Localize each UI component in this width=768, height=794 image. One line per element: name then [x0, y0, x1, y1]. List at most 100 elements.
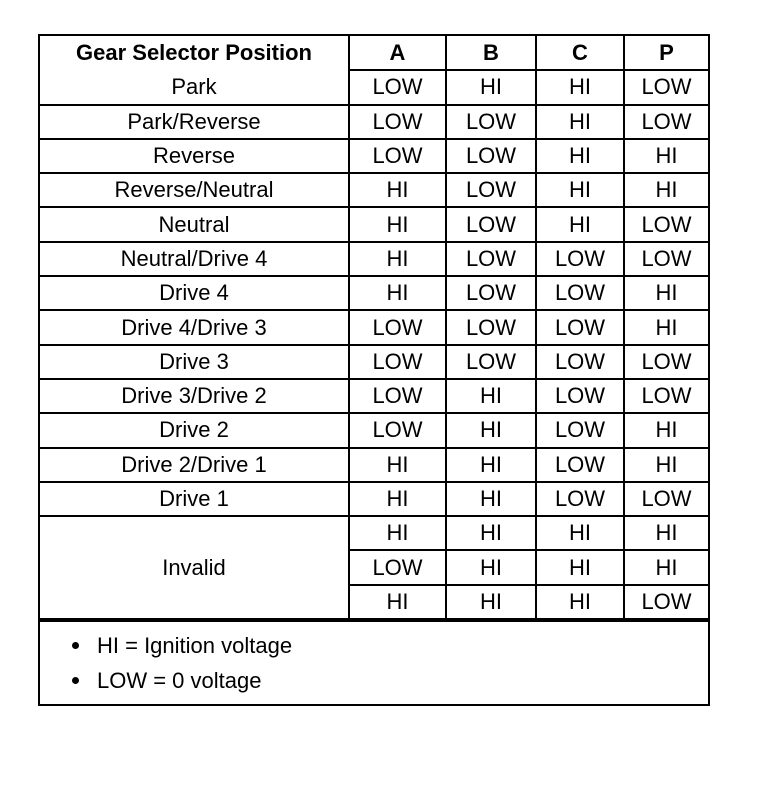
- table-row: Drive 2/Drive 1 HI HI LOW HI: [40, 446, 708, 483]
- cell-c: HI: [535, 206, 625, 243]
- cell-b: HI: [445, 480, 537, 518]
- cell-b: HI: [445, 446, 537, 483]
- cell-b: HI: [445, 515, 537, 552]
- cell-c: HI: [535, 583, 625, 621]
- cell-b: LOW: [445, 240, 537, 278]
- cell-p: LOW: [623, 206, 708, 243]
- cell-b: HI: [445, 412, 537, 449]
- cell-p: LOW: [623, 103, 708, 140]
- cell-p: LOW: [623, 69, 708, 106]
- bullet-icon: [72, 642, 79, 650]
- row-label: Drive 2: [40, 412, 350, 449]
- cell-c: HI: [535, 103, 625, 140]
- cell-p: HI: [623, 275, 708, 312]
- gear-position-table: Gear Selector Position A B C P Park LOW …: [40, 36, 708, 621]
- header-row: Gear Selector Position A B C P: [40, 36, 708, 72]
- table-row: Drive 4/Drive 3 LOW LOW LOW HI: [40, 309, 708, 346]
- cell-p: HI: [623, 309, 708, 346]
- cell-c: LOW: [535, 377, 625, 415]
- cell-c: HI: [535, 549, 625, 586]
- cell-b: LOW: [445, 206, 537, 243]
- cell-p: LOW: [623, 480, 708, 518]
- bullet-icon: [72, 677, 79, 685]
- note-text: LOW = 0 voltage: [97, 668, 262, 694]
- note-hi: HI = Ignition voltage: [72, 628, 708, 663]
- row-label: Drive 4/Drive 3: [40, 309, 350, 346]
- header-column-b: B: [445, 36, 537, 72]
- table-row: Park LOW HI HI LOW: [40, 69, 708, 106]
- cell-a: LOW: [348, 412, 447, 449]
- cell-c: LOW: [535, 275, 625, 312]
- cell-p: HI: [623, 446, 708, 483]
- table-row: Neutral HI LOW HI LOW: [40, 206, 708, 243]
- table-row: Drive 3/Drive 2 LOW HI LOW LOW: [40, 377, 708, 415]
- cell-b: HI: [445, 377, 537, 415]
- cell-b: HI: [445, 583, 537, 621]
- table-row: Drive 1 HI HI LOW LOW: [40, 480, 708, 518]
- cell-a: LOW: [349, 549, 447, 586]
- invalid-row: Invalid HI HI HI HI: [40, 515, 708, 621]
- row-label: Park: [40, 70, 350, 106]
- cell-c: LOW: [535, 446, 625, 483]
- note-low: LOW = 0 voltage: [72, 663, 708, 698]
- note-text: HI = Ignition voltage: [97, 633, 293, 659]
- cell-p: HI: [623, 412, 708, 449]
- cell-c: HI: [535, 515, 625, 552]
- cell-b: LOW: [445, 137, 537, 175]
- cell-b: LOW: [445, 309, 537, 346]
- cell-a: LOW: [348, 343, 447, 380]
- gear-selector-chart: Gear Selector Position A B C P Park LOW …: [38, 34, 710, 707]
- table-row: Park/Reverse LOW LOW HI LOW: [40, 103, 708, 140]
- cell-b: HI: [445, 549, 537, 586]
- cell-p: HI: [623, 137, 708, 175]
- cell-p: HI: [623, 549, 708, 586]
- table-row: Drive 2 LOW HI LOW HI: [40, 412, 708, 449]
- table-row: Drive 3 LOW LOW LOW LOW: [40, 343, 708, 380]
- cell-a: HI: [348, 446, 447, 483]
- row-label: Drive 3: [40, 343, 350, 380]
- cell-b: HI: [445, 69, 537, 106]
- cell-a: HI: [348, 275, 447, 312]
- header-column-c: C: [535, 36, 625, 72]
- cell-a: LOW: [348, 103, 447, 140]
- cell-c: LOW: [535, 480, 625, 518]
- row-label: Reverse: [40, 137, 350, 175]
- cell-a: LOW: [348, 377, 447, 415]
- row-label: Drive 3/Drive 2: [40, 377, 350, 415]
- header-column-a: A: [348, 36, 447, 72]
- cell-c: LOW: [535, 412, 625, 449]
- table-row: Drive 4 HI LOW LOW HI: [40, 275, 708, 312]
- table-row: Reverse/Neutral HI LOW HI HI: [40, 172, 708, 209]
- cell-c: HI: [535, 69, 625, 106]
- row-label: Drive 2/Drive 1: [40, 446, 350, 483]
- invalid-row: LOW HI HI HI: [40, 549, 708, 586]
- row-label: Neutral/Drive 4: [40, 240, 350, 278]
- invalid-row: HI HI HI LOW: [40, 583, 708, 621]
- row-label: Drive 4: [40, 275, 350, 312]
- cell-c: LOW: [535, 240, 625, 278]
- cell-a: LOW: [348, 69, 447, 106]
- cell-c: HI: [535, 172, 625, 209]
- cell-p: LOW: [623, 583, 708, 621]
- cell-a: LOW: [348, 309, 447, 346]
- row-label: Neutral: [40, 206, 350, 243]
- cell-c: LOW: [535, 343, 625, 380]
- cell-a: HI: [348, 240, 447, 278]
- cell-c: HI: [535, 137, 625, 175]
- table-row: Neutral/Drive 4 HI LOW LOW LOW: [40, 240, 708, 278]
- cell-a: HI: [348, 515, 447, 552]
- row-label: Park/Reverse: [40, 103, 350, 140]
- row-label: Drive 1: [40, 480, 350, 518]
- cell-a: HI: [348, 172, 447, 209]
- cell-p: HI: [623, 515, 708, 552]
- cell-b: LOW: [445, 343, 537, 380]
- cell-b: LOW: [445, 103, 537, 140]
- cell-p: HI: [623, 172, 708, 209]
- row-label: Reverse/Neutral: [40, 172, 350, 209]
- table-row: Reverse LOW LOW HI HI: [40, 137, 708, 175]
- cell-b: LOW: [445, 172, 537, 209]
- header-gear-selector-position: Gear Selector Position: [40, 36, 350, 71]
- cell-b: LOW: [445, 275, 537, 312]
- cell-p: LOW: [623, 240, 708, 278]
- cell-p: LOW: [623, 343, 708, 380]
